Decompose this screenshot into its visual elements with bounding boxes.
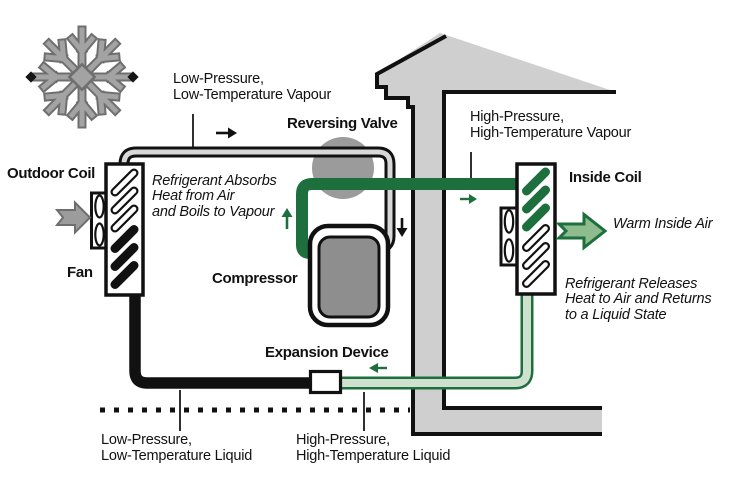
inside-fan xyxy=(499,206,519,267)
inside-coil-fins xyxy=(522,167,550,288)
outdoor-coil-label: Outdoor Coil xyxy=(7,165,96,182)
snowflake-icon xyxy=(25,30,139,124)
expansion-device-body xyxy=(308,369,343,395)
vapour-pipe-discharge xyxy=(296,178,518,259)
outdoor-fan xyxy=(90,191,109,250)
roof-wall-outline xyxy=(375,34,602,436)
release-heat-note: Refrigerant Releases Heat to Air and Ret… xyxy=(565,276,712,323)
low-pressure-vapour-label: Low-Pressure, Low-Temperature Vapour xyxy=(173,71,332,103)
flow-arrow-right-indoor-icon xyxy=(460,194,477,204)
flow-arrow-left-icon xyxy=(369,363,387,373)
house-structure xyxy=(375,33,616,436)
inside-coil-label: Inside Coil xyxy=(569,169,642,186)
warm-inside-air-label: Warm Inside Air xyxy=(613,216,713,232)
compressor-label: Compressor xyxy=(212,270,298,287)
low-pressure-liquid-label: Low-Pressure, Low-Temperature Liquid xyxy=(101,432,253,464)
fan-blades-icon xyxy=(94,194,105,247)
flow-arrow-right-top-icon xyxy=(216,127,237,139)
outdoor-air-arrow-icon xyxy=(54,200,92,235)
outdoor-coil-fins xyxy=(110,168,139,289)
ceiling-floor-outline xyxy=(442,90,616,410)
reversing-valve-label: Reversing Valve xyxy=(287,115,398,132)
label-pointer-lines xyxy=(179,114,472,431)
flow-arrow-down-icon xyxy=(396,218,408,237)
compressor-body xyxy=(307,223,391,328)
house-fill xyxy=(377,33,616,434)
inside-coil-body xyxy=(515,162,557,296)
liquid-pipe-indoor xyxy=(336,293,534,390)
high-pressure-liquid-label: High-Pressure, High-Temperature Liquid xyxy=(296,432,451,464)
flow-arrow-up-icon xyxy=(281,208,293,229)
absorb-heat-note: Refrigerant Absorbs Heat from Air and Bo… xyxy=(152,173,277,220)
fan-blades-icon xyxy=(503,209,515,263)
liquid-pipe-outdoor xyxy=(129,288,320,389)
high-pressure-vapour-label: High-Pressure, High-Temperature Vapour xyxy=(470,109,632,141)
expansion-device-label: Expansion Device xyxy=(265,344,389,361)
fan-label: Fan xyxy=(67,264,93,281)
warm-air-arrow-icon xyxy=(555,211,608,251)
outdoor-coil-body xyxy=(104,162,145,297)
